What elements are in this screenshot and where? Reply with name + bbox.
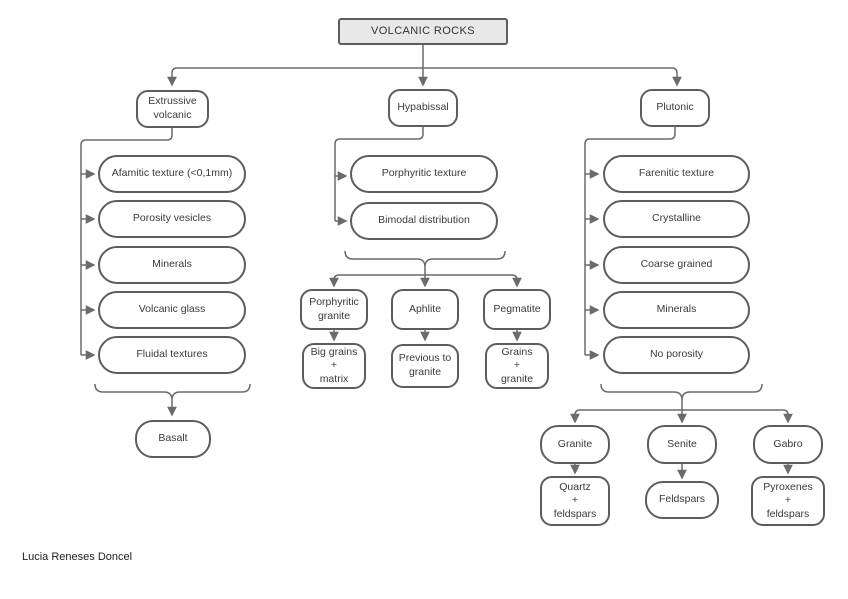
node-senite: Senite	[647, 425, 717, 464]
node-coarse-grained: Coarse grained	[603, 246, 750, 284]
node-big-grains-matrix: Big grains + matrix	[302, 343, 366, 389]
node-porphyritic-granite: Porphyritic granite	[300, 289, 368, 330]
node-bimodal-distribution: Bimodal distribution	[350, 202, 498, 240]
node-extrusive-volcanic: Extrussive volcanic	[136, 90, 209, 128]
node-grains-granite: Grains + granite	[485, 343, 549, 389]
node-minerals-plutonic: Minerals	[603, 291, 750, 329]
node-porphyritic-texture: Porphyritic texture	[350, 155, 498, 193]
author-credit: Lucia Reneses Doncel	[22, 551, 133, 563]
node-volcanic-rocks: VOLCANIC ROCKS	[338, 18, 508, 45]
node-pyroxenes-feldspars: Pyroxenes + feldspars	[751, 476, 825, 526]
node-gabro: Gabro	[753, 425, 823, 464]
node-feldspars: Feldspars	[645, 481, 719, 519]
node-quartz-feldspars: Quartz + feldspars	[540, 476, 610, 526]
node-minerals-extrusive: Minerals	[98, 246, 246, 284]
node-no-porosity: No porosity	[603, 336, 750, 374]
node-aphlite: Aphlite	[391, 289, 459, 330]
node-farenitic-texture: Farenitic texture	[603, 155, 750, 193]
node-volcanic-glass: Volcanic glass	[98, 291, 246, 329]
node-basalt: Basalt	[135, 420, 211, 458]
node-crystalline: Crystalline	[603, 200, 750, 238]
node-granite: Granite	[540, 425, 610, 464]
node-plutonic: Plutonic	[640, 89, 710, 127]
node-pegmatite: Pegmatite	[483, 289, 551, 330]
node-porosity-vesicles: Porosity vesicles	[98, 200, 246, 238]
node-fluidal-textures: Fluidal textures	[98, 336, 246, 374]
node-hypabyssal: Hypabissal	[388, 89, 458, 127]
node-afamitic-texture: Afamitic texture (<0,1mm)	[98, 155, 246, 193]
node-previous-to-granite: Previous to granite	[391, 344, 459, 388]
